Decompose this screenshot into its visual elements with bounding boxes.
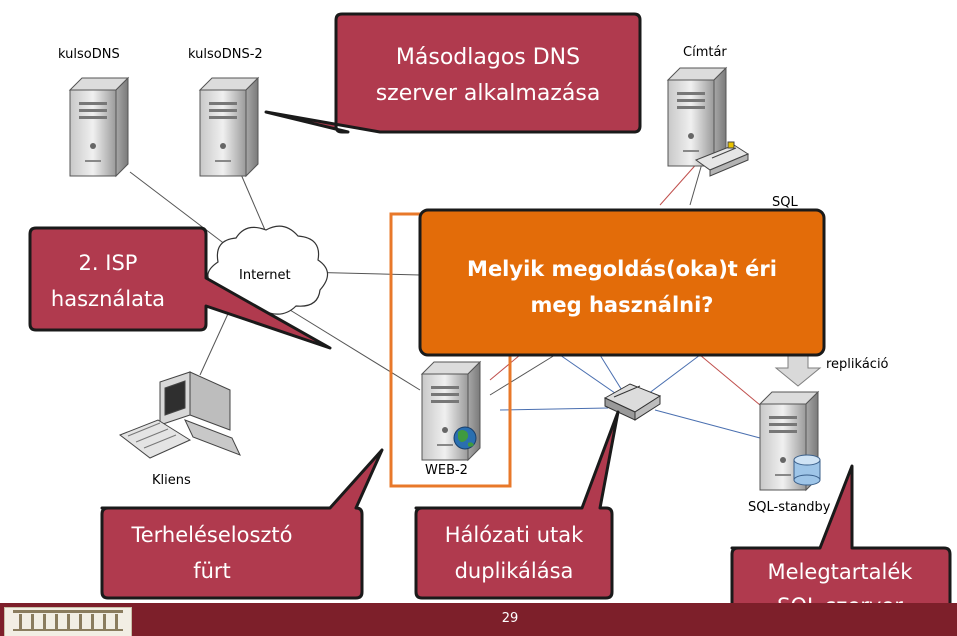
label-web2: WEB-2 [425,463,468,478]
globe-icon [453,426,477,450]
page-number: 29 [501,611,519,626]
label-kulsodns: kulsoDNS [58,47,120,62]
callout-terheles-line1: Terheléselosztó [130,523,292,547]
replication-arrow-icon [774,351,822,387]
university-logo-icon [4,607,132,636]
label-replikacio: replikáció [826,357,889,372]
callout-isp: 2. ISP használata [28,226,332,350]
directory-device-icon [694,141,750,177]
callout-halozati: Hálózati utak duplikálása [414,410,620,600]
callout-question: Melyik megoldás(oka)t éri meg használni? [418,208,826,357]
callout-question-line2: meg használni? [531,293,714,317]
label-cimtar: Címtár [683,45,727,60]
callout-terheles: Terheléselosztó fürt [100,448,384,600]
callout-masodlagos-dns-line2: szerver alkalmazása [376,81,601,106]
label-sql-standby: SQL-standby [748,500,831,515]
callout-masodlagos-dns: Másodlagos DNS szerver alkalmazása [264,12,642,134]
label-kliens: Kliens [152,473,191,488]
callout-halozati-line1: Hálózati utak [445,523,584,547]
callout-halozati-line2: duplikálása [455,559,574,583]
server-kulsodns2-icon [199,77,259,177]
callout-isp-line2: használata [51,287,165,311]
server-kulsodns-icon [69,77,129,177]
database-icon [793,454,821,486]
label-kulsodns2: kulsoDNS-2 [188,47,263,62]
callout-isp-line1: 2. ISP [79,251,138,275]
callout-terheles-line2: fürt [193,559,231,583]
footer-bar: 29 [0,603,957,636]
network-switch-icon [603,383,662,421]
label-sql-partial: SQL [772,195,798,210]
callout-question-line1: Melyik megoldás(oka)t éri [467,257,777,281]
callout-masodlagos-dns-line1: Másodlagos DNS [396,45,580,70]
label-internet: Internet [239,268,291,283]
callout-melegtartalek-line1: Melegtartalék [768,560,914,584]
client-workstation-icon [118,371,241,459]
